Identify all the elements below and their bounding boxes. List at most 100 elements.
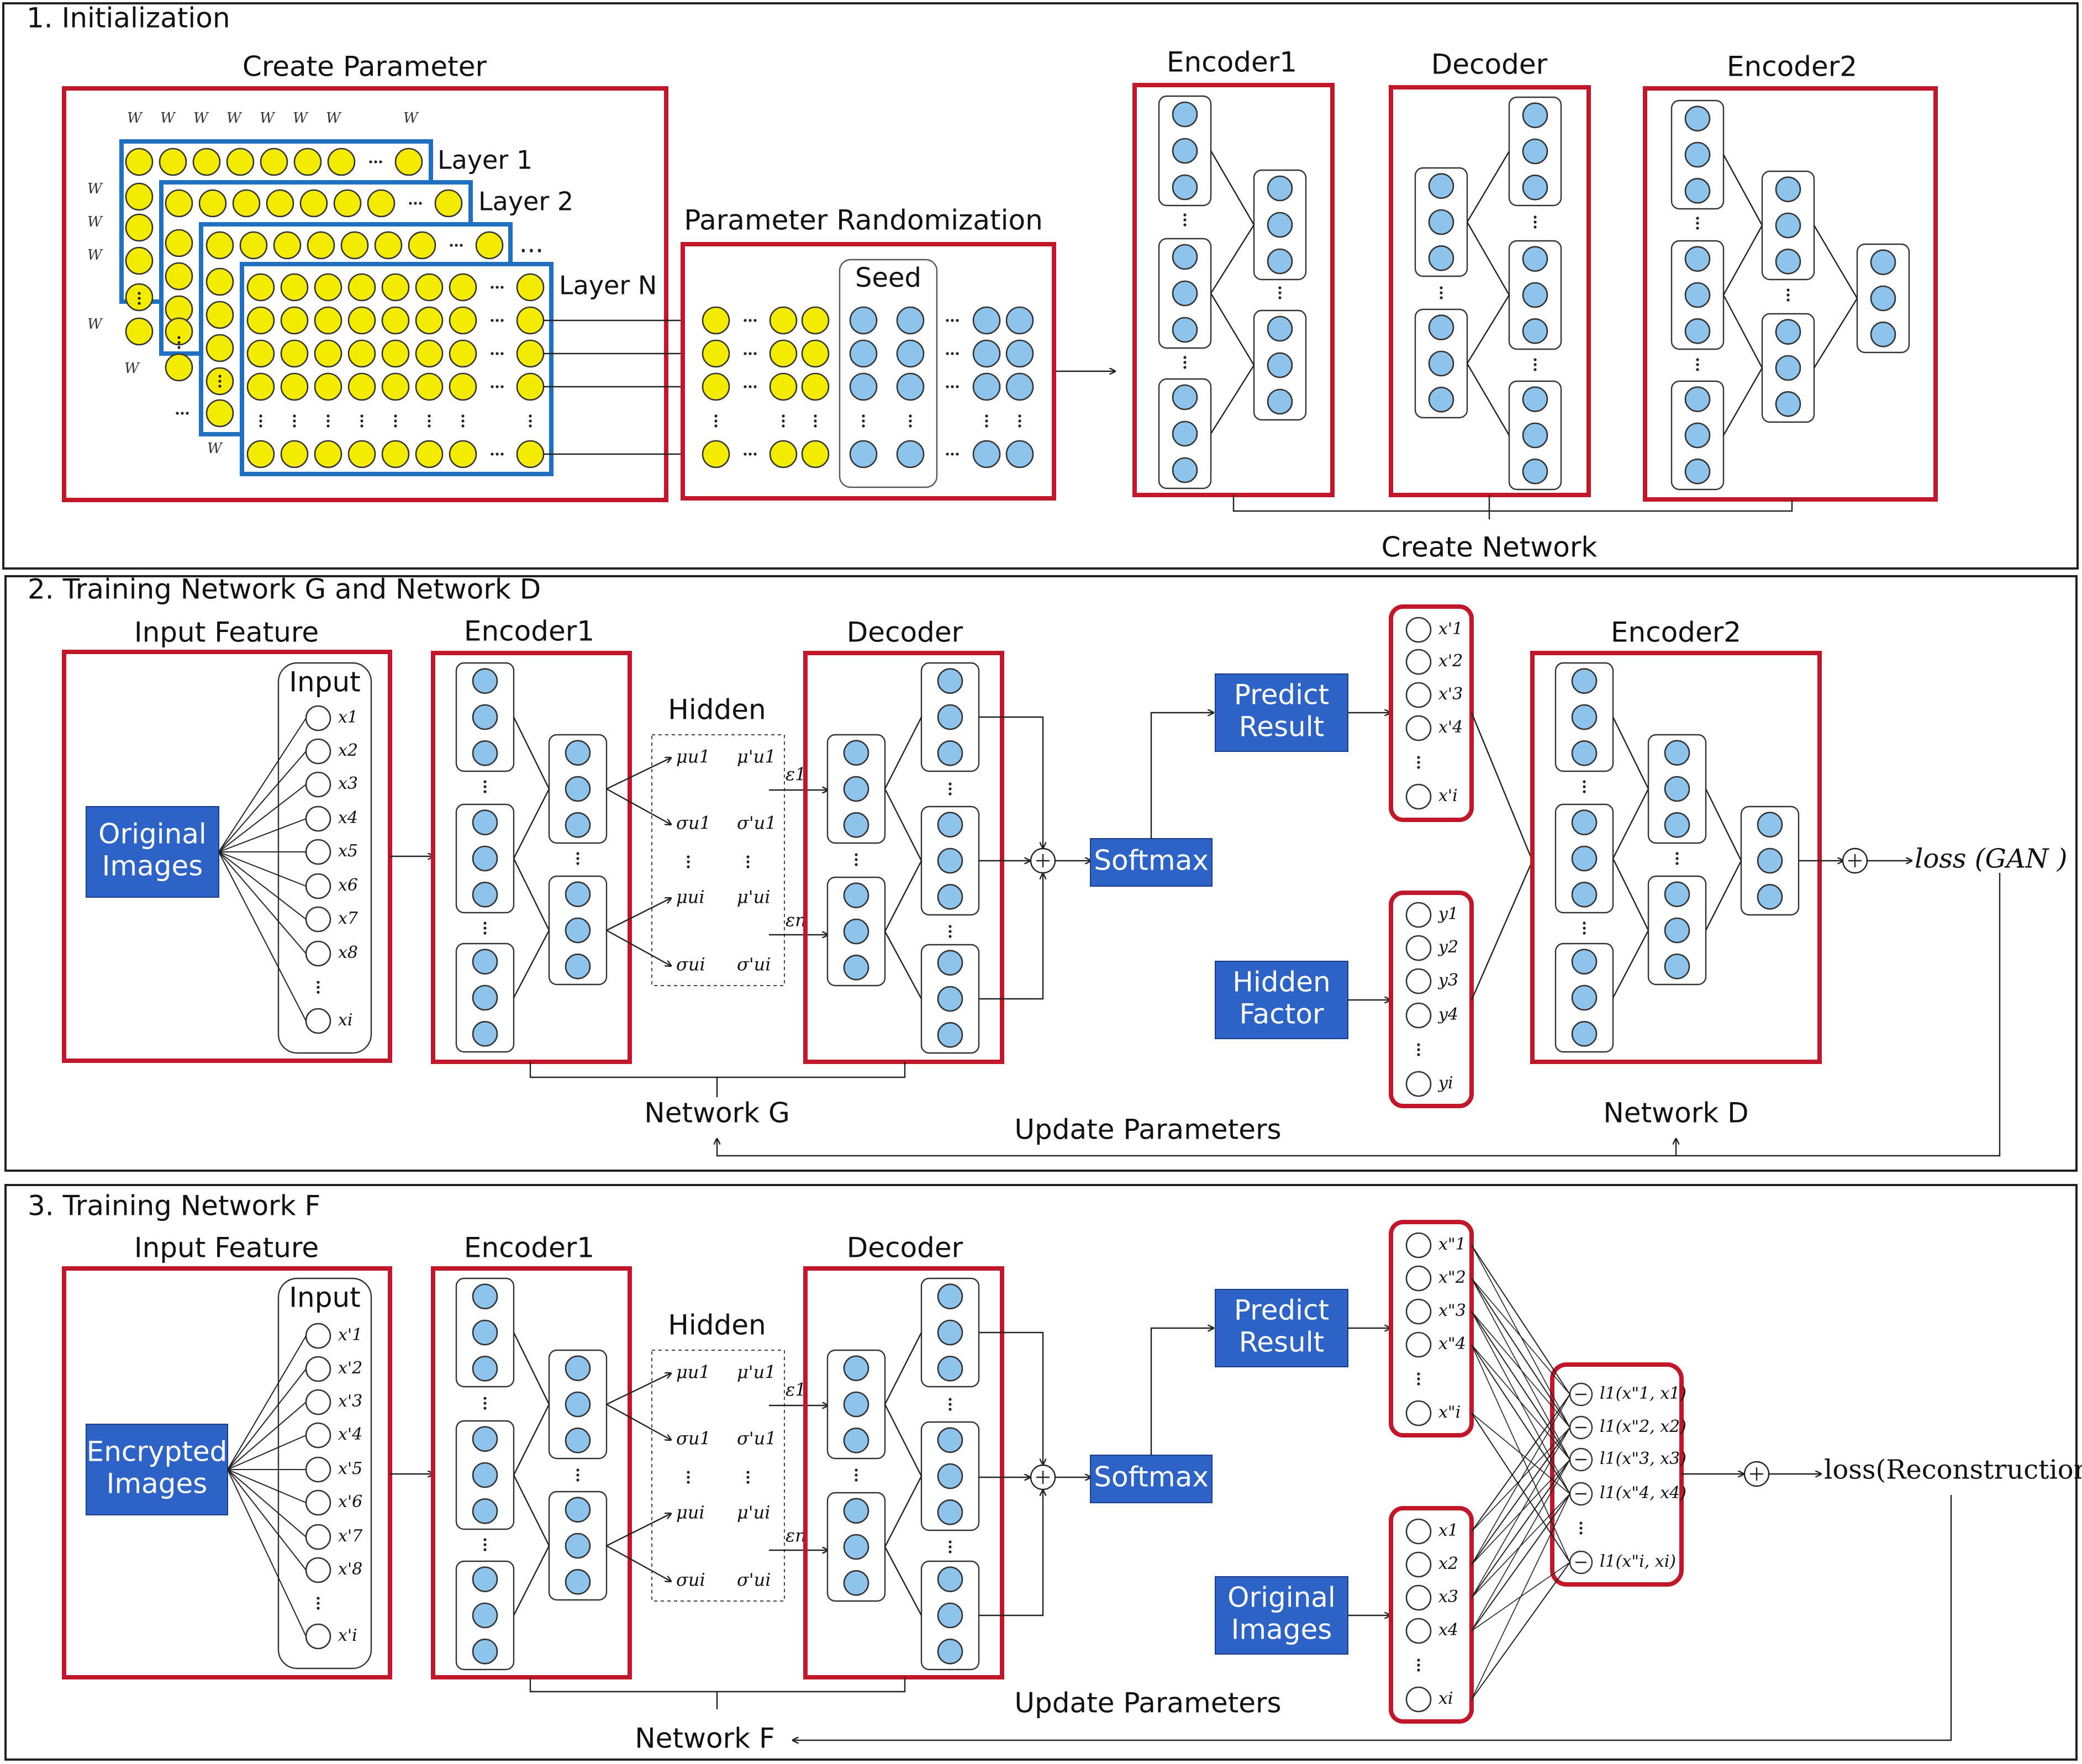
dot — [1417, 766, 1420, 769]
dot — [956, 319, 959, 322]
sigma-prime-variable: σ'u1 — [737, 813, 777, 834]
output-variable: x'1 — [1438, 619, 1463, 639]
input-feature-title: Input Feature — [134, 617, 319, 649]
connector-line — [218, 851, 307, 920]
neuron-node — [472, 845, 498, 872]
ellipsis-dots — [409, 202, 422, 205]
ellipsis-dots — [491, 319, 504, 322]
neuron-node — [843, 882, 869, 908]
dot — [483, 931, 487, 935]
dot — [753, 452, 757, 456]
dot — [1696, 368, 1699, 371]
ellipsis-dots — [714, 414, 718, 428]
dot — [753, 352, 757, 355]
dot — [496, 452, 499, 456]
output-variable: x'3 — [1438, 684, 1463, 704]
label-box — [1215, 673, 1348, 752]
sigma-prime-variable: σ'ui — [737, 1570, 771, 1591]
ellipsis-dots — [946, 385, 959, 388]
neuron-node — [565, 776, 591, 802]
sigma-variable: σu1 — [676, 1428, 711, 1449]
dot — [1018, 424, 1021, 428]
neuron-node — [1405, 1618, 1432, 1644]
connector-line — [884, 1332, 923, 1405]
neuron-node — [374, 231, 403, 260]
connector-line — [1471, 1493, 1570, 1700]
hidden-title: Hidden — [668, 694, 766, 726]
weight-symbol: W — [226, 110, 243, 127]
ellipsis-dots — [483, 1538, 487, 1551]
neuron-node — [1571, 845, 1598, 872]
dot — [1675, 857, 1679, 860]
dot — [1696, 363, 1699, 366]
dot — [749, 452, 752, 456]
neuron-node — [1757, 812, 1783, 838]
connector-line — [218, 784, 307, 852]
dot — [500, 352, 504, 355]
neuron-node — [1428, 245, 1454, 271]
ellipsis-dots — [948, 782, 952, 796]
label-box — [1215, 1289, 1348, 1367]
neuron-node — [565, 1391, 591, 1418]
neuron-node — [280, 339, 309, 368]
dot — [500, 286, 504, 289]
neuron-node — [305, 1524, 331, 1550]
input-variable: x'8 — [338, 1560, 362, 1579]
input-label: Input — [289, 1282, 360, 1314]
neuron-node — [843, 955, 869, 981]
connector-line — [218, 818, 307, 852]
neuron-node — [205, 334, 234, 362]
output-variable: x"2 — [1438, 1268, 1466, 1287]
neuron-node — [125, 148, 154, 176]
input-variable: x4 — [338, 808, 358, 828]
neuron-node — [1684, 141, 1711, 168]
neuron-node — [1571, 809, 1598, 835]
dot — [1417, 1377, 1420, 1381]
input-variable: x'i — [338, 1626, 357, 1645]
weight-symbol: W — [403, 110, 419, 127]
ellipsis-dots — [909, 414, 912, 428]
connector-line — [1612, 788, 1649, 859]
neuron-node — [516, 306, 545, 335]
neuron-node — [843, 1428, 869, 1454]
neuron-node — [205, 231, 234, 260]
dot — [1696, 227, 1699, 230]
ellipsis-dots — [317, 981, 320, 994]
connector-line — [884, 1404, 923, 1477]
dot — [483, 1397, 487, 1400]
ellipsis-dots — [746, 1471, 750, 1484]
dot — [746, 1481, 750, 1484]
neuron-node — [165, 262, 193, 291]
network-f-label: Network F — [635, 1723, 774, 1755]
original-output-frame — [1389, 1506, 1474, 1724]
dot — [744, 319, 747, 322]
hidden-output-frame — [1389, 891, 1474, 1108]
neuron-node — [280, 372, 309, 401]
neuron-node — [280, 306, 309, 335]
dot — [814, 424, 817, 428]
connector-line — [884, 860, 923, 932]
dot — [753, 319, 757, 322]
sigma-variable: σu1 — [676, 813, 711, 834]
dot — [1417, 1043, 1420, 1046]
neuron-node — [1267, 248, 1293, 275]
neuron-node — [1267, 388, 1293, 415]
dot — [714, 419, 718, 423]
flow-arrow — [1150, 713, 1213, 839]
dot — [259, 419, 262, 423]
neuron-node — [937, 1283, 963, 1309]
ellipsis-dots — [946, 319, 959, 322]
connector-line — [1471, 1427, 1570, 1565]
neuron-node — [1172, 420, 1198, 447]
dot — [491, 352, 494, 355]
neuron-node — [205, 399, 234, 428]
dot — [1696, 217, 1699, 220]
neuron-node — [125, 317, 154, 346]
dot — [491, 452, 494, 456]
flow-arrow — [606, 1545, 671, 1581]
flow-arrow — [606, 788, 671, 824]
neuron-node — [314, 306, 342, 335]
mu-prime-variable: μ'ui — [737, 1502, 770, 1523]
dot — [782, 419, 785, 423]
connector-line — [1232, 495, 1793, 512]
